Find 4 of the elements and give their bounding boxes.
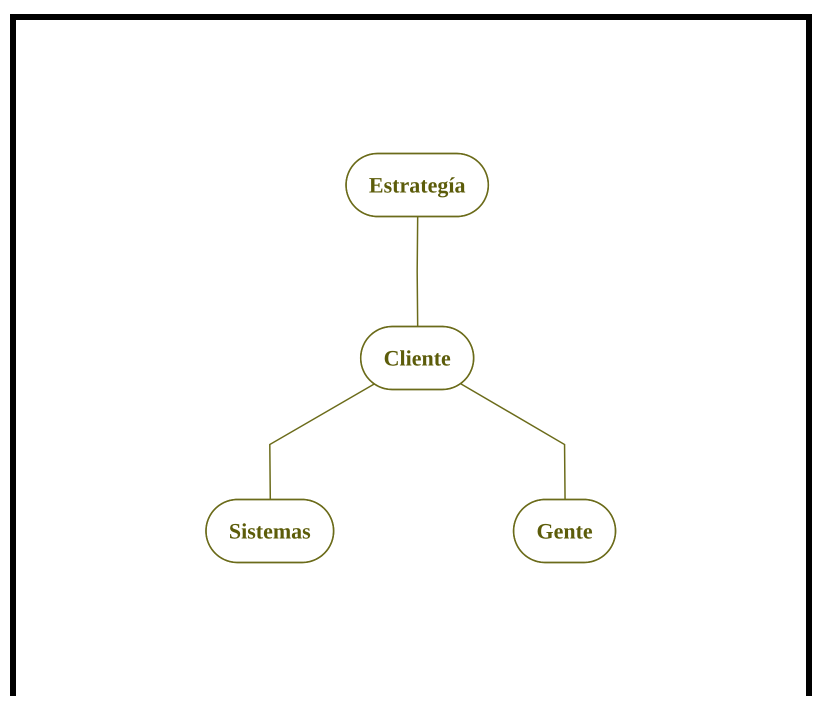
connector: [460, 383, 566, 500]
connector: [269, 383, 375, 500]
frame-border: Estrategía Cliente Sistemas Gente: [10, 14, 812, 696]
connector: [416, 217, 419, 327]
